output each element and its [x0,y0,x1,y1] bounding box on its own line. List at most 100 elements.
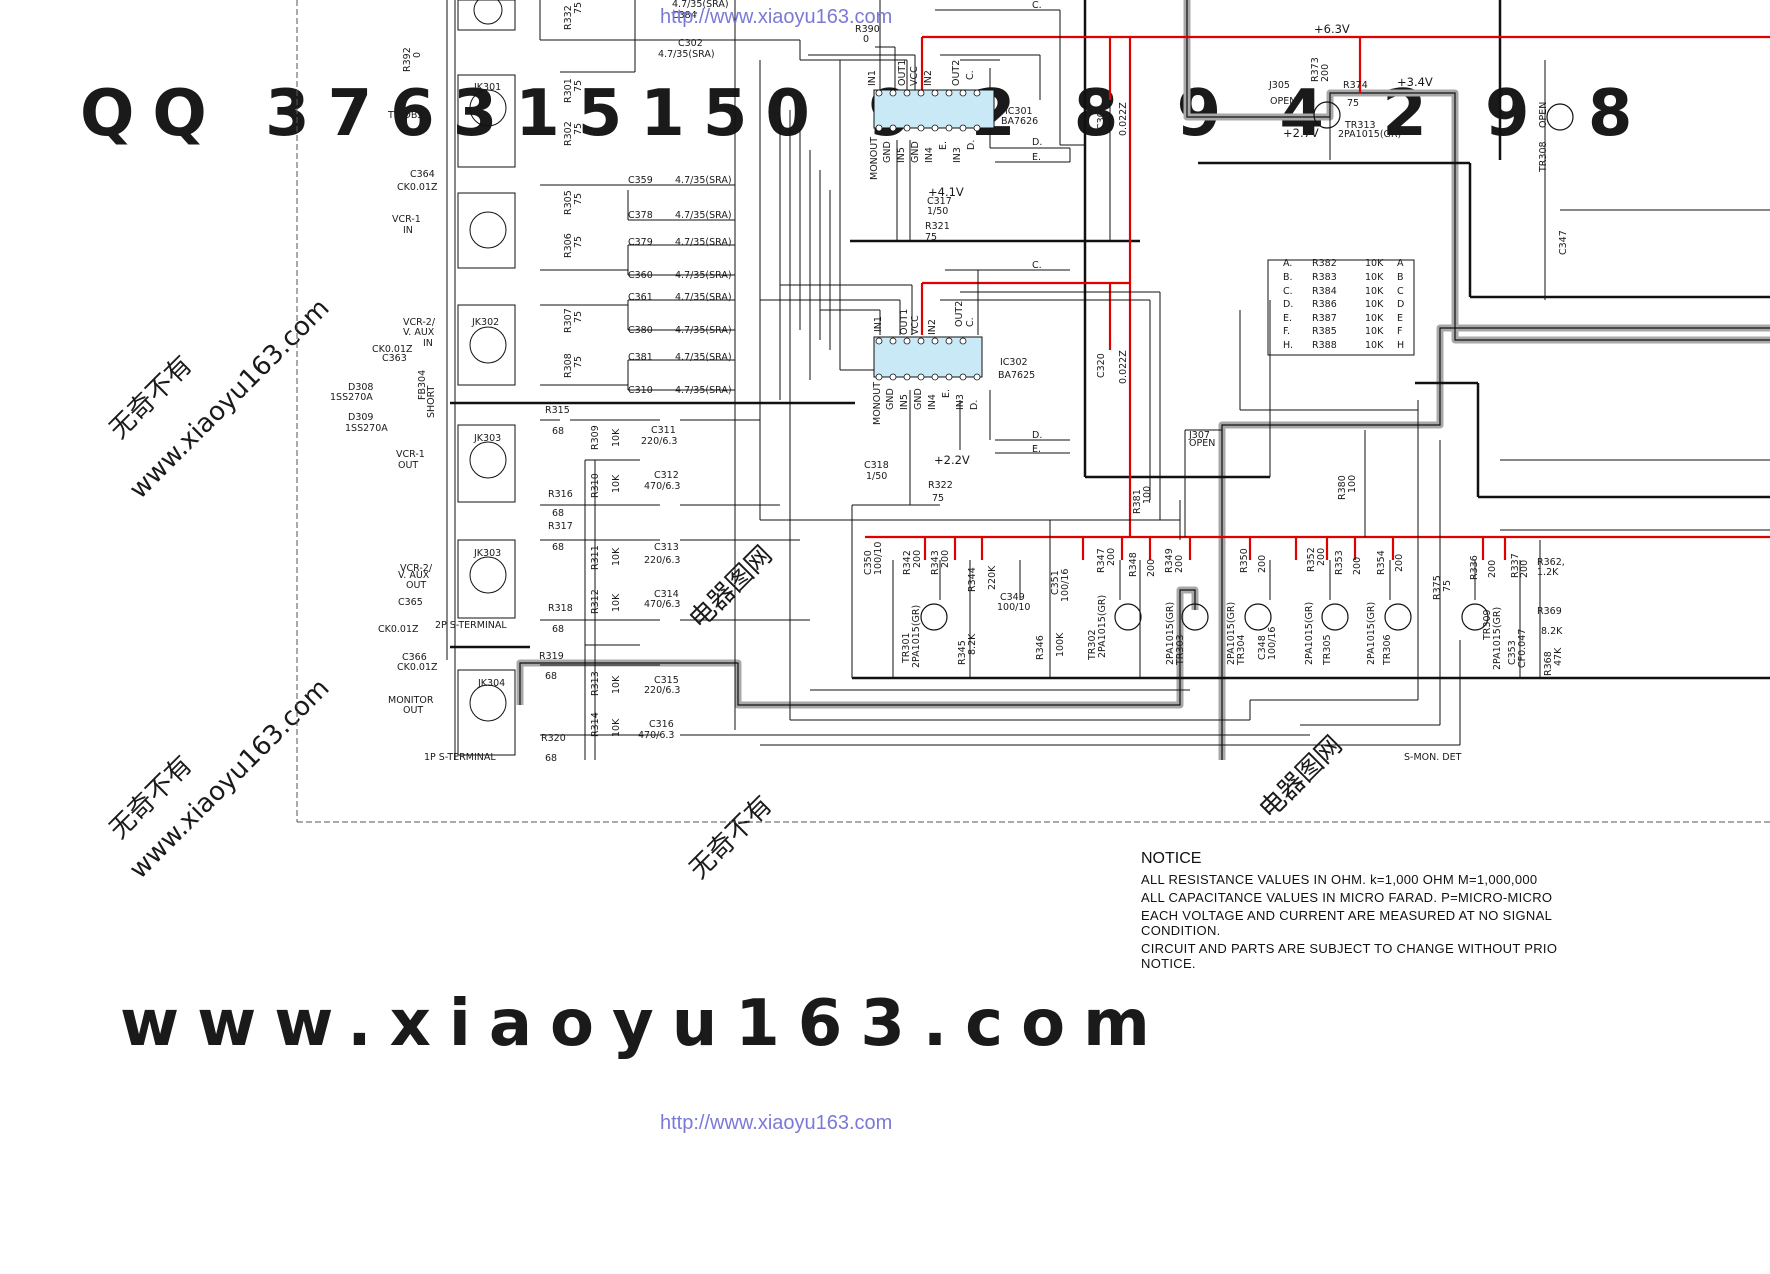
j307-value: OPEN [1189,438,1215,449]
c365-ref: C365 [398,597,423,608]
r381-ref: R381 [1132,489,1143,514]
c363-value: CK0.01Z [372,344,413,355]
watermark-footer-url: www.xiaoyu163.com [120,987,1168,1061]
ra-ref-2: R384 [1312,286,1337,297]
c380-ref: C380 [628,325,653,336]
bus-e-1: E. [1032,152,1041,163]
jack-boxes [457,0,516,756]
c302-ref: C302 [678,38,703,49]
tr305-ref: TR305 [1322,634,1333,666]
r311-ref: R311 [590,545,601,570]
c366-value: CK0.01Z [397,662,438,673]
ra-right-3: D [1397,299,1404,310]
watermark-url-top: http://www.xiaoyu163.com [660,6,893,28]
ra-left-6: H. [1283,340,1293,351]
tr302-ref: TR302 [1087,629,1098,661]
notice-line-1: ALL RESISTANCE VALUES IN OHM. k=1,000 OH… [1141,872,1538,887]
r342-ref: R342 [902,550,913,575]
voltage-6-3v: +6.3V [1314,22,1350,36]
ra-right-4: E [1397,313,1403,324]
c359-ref: C359 [628,175,653,186]
c313-value: 220/6.3 [644,555,680,566]
vcr1-in-label2: IN [403,225,413,236]
c316-ref: C316 [649,719,674,730]
r342-value: 200 [912,550,923,568]
ra-right-5: F [1397,326,1402,337]
r390-ref: R390 [855,24,880,35]
r307-ref: R307 [563,308,574,333]
r390-value: 0 [863,34,869,45]
r332-value: 75 [573,2,584,14]
r374-ref: R374 [1343,80,1368,91]
ra-left-1: B. [1283,272,1293,283]
ic301-pin-in3: IN3 [952,147,963,163]
ra-left-3: D. [1283,299,1293,310]
ic-pin-dots [875,89,981,381]
ra-val-3: 10K [1365,299,1384,310]
ic302-pin-out1: OUT1 [899,309,910,335]
r319-ref: R319 [539,651,564,662]
ic302-pin-gnd2: GND [913,388,924,410]
tr308-ref: TR308 [1538,141,1549,173]
r337-ref: R337 [1510,553,1521,578]
ra-ref-0: R382 [1312,258,1337,269]
watermark-url-bottom: http://www.xiaoyu163.com [660,1112,893,1134]
tvdbs-label: TV/DBS [387,110,423,121]
monitor-label: MONITOR [388,695,434,706]
ic301-pin-c: C. [965,70,976,80]
c317-value: 1/50 [927,206,948,217]
d309-value: 1SS270A [345,423,388,434]
ic301-pin-in1: IN1 [867,70,878,86]
r302-ref: R302 [563,121,574,146]
tr301-value: 2PA1015(GR) [911,605,922,668]
c381-ref: C381 [628,352,653,363]
c363-ref: C363 [382,353,407,364]
r305-ref: R305 [563,190,574,215]
c384-ref: C384 [672,10,697,21]
ra-left-2: C. [1283,286,1293,297]
ic302-pin-c: C. [965,317,976,327]
r315-value: 68 [552,426,564,437]
c302-value: 4.7/35(SRA) [658,49,715,60]
vcr1-out-label2: OUT [398,460,418,471]
ic302-pin-vcc: VCC [910,315,921,335]
ra-ref-4: R387 [1312,313,1337,324]
notice-line-3: EACH VOLTAGE AND CURRENT ARE MEASURED AT… [1141,908,1553,923]
ic301-pin-in4: IN4 [924,147,935,163]
c351-ref: C351 [1050,570,1061,595]
r353-ref: R353 [1334,550,1345,575]
c311-ref: C311 [651,425,676,436]
r343-value: 200 [940,550,951,568]
c320-ref: C320 [1096,353,1107,378]
c364-value: CK0.01Z [397,182,438,193]
c365-value: CK0.01Z [378,624,419,635]
r368-ref: R368 [1543,651,1554,676]
c314-value: 470/6.3 [644,599,680,610]
voltage-4-1v: +4.1V [928,185,964,199]
r307-value: 75 [573,311,584,323]
ic302-pin-in2: IN2 [927,319,938,335]
c350-value: 100/10 [873,542,884,575]
r348-ref: R348 [1128,552,1139,577]
c318-value: 1/50 [866,471,887,482]
bus-d-2: D. [1032,430,1042,441]
c348-value: 100/16 [1267,627,1278,660]
s2p-label: 2P S-TERMINAL [435,620,507,631]
ra-ref-3: R386 [1312,299,1337,310]
r337-value: 200 [1519,560,1530,578]
r352-value: 200 [1316,548,1327,566]
ra-val-0: 10K [1365,258,1384,269]
r336-value: 200 [1487,560,1498,578]
r380-value: 100 [1347,475,1358,493]
watermark-cn-3: 电器图网 [684,540,779,635]
ra-ref-5: R385 [1312,326,1337,337]
vcr2-out-label: VCR-2/ [400,563,433,574]
ic301-pin-out2: OUT2 [951,60,962,86]
tr303-ref: TR303 [1175,634,1186,666]
r353-value: 200 [1352,557,1363,575]
jk303b-label: JK303 [473,548,501,559]
tr306-ref: TR306 [1382,634,1393,666]
bus-e-2: E. [1032,444,1041,455]
ic302-label: IC302 [1000,357,1028,368]
tr302-value: 2PA1015(GR) [1097,595,1108,658]
